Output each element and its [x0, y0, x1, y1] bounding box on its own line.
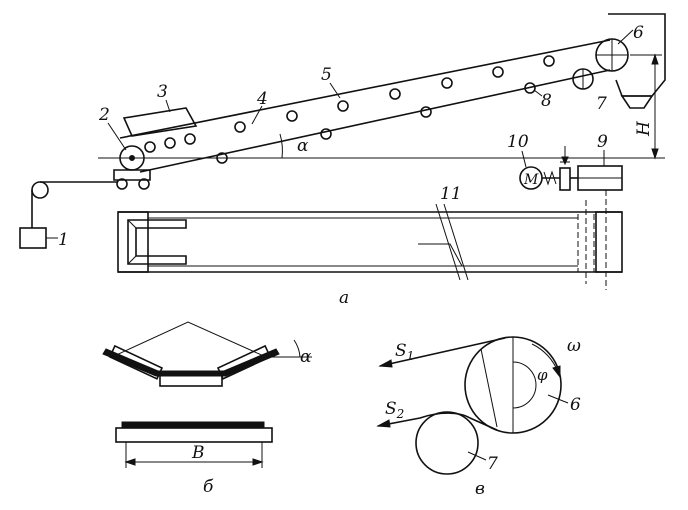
idler: [337, 100, 349, 112]
belt-trough-outline: [111, 321, 267, 358]
leader-3: [165, 99, 171, 113]
alpha-arc: [293, 339, 301, 358]
leader-7c: [467, 451, 487, 461]
plan-tail-bracket: [127, 219, 187, 265]
flat-roller: [115, 427, 273, 443]
idler: [234, 121, 246, 133]
label-M: M: [523, 172, 539, 188]
label-8: 8: [541, 91, 552, 111]
label-3: 3: [157, 82, 168, 102]
label-6: 6: [633, 23, 644, 43]
label-B: B: [191, 443, 205, 463]
label-view-c: в: [475, 479, 485, 499]
leader-4: [251, 105, 263, 125]
label-11: 11: [440, 184, 462, 204]
idler: [144, 141, 156, 153]
carrying-idlers: [144, 55, 555, 153]
troughed-belt: [102, 348, 280, 377]
drum-wrap-view: [376, 336, 562, 475]
idler: [389, 88, 401, 100]
side-view: [19, 13, 666, 290]
label-view-b: б: [203, 477, 214, 497]
idler: [320, 128, 332, 140]
return-idlers: [216, 82, 536, 164]
tail-frame: [113, 169, 151, 181]
coupling-spring: [543, 170, 557, 186]
label-alpha: α: [297, 136, 309, 156]
label-alpha-b: α: [300, 347, 312, 367]
plan-tail-housing: [117, 211, 149, 273]
plan-head-housing: [595, 211, 623, 273]
flat-belt: [121, 421, 265, 429]
idler: [543, 55, 555, 67]
label-2: 2: [98, 105, 110, 125]
plan-flow-arrow: [418, 243, 463, 267]
tail-wheel-left: [116, 178, 128, 190]
idler: [524, 82, 536, 94]
labels: 1 2 3 4 5 6 7 8 9 10 11 α H M а α B б S1…: [58, 23, 654, 499]
brake: [559, 167, 571, 191]
leader-5: [329, 82, 341, 99]
leader-2: [107, 122, 127, 151]
label-9: 9: [597, 132, 608, 152]
idler: [286, 110, 298, 122]
tail-wheel-right: [138, 178, 150, 190]
belt-upper-run: [119, 39, 611, 139]
rotation-arrow-head: [552, 365, 561, 379]
plan-view: [117, 200, 623, 284]
tension-S2-arrow: [376, 419, 391, 428]
height-dim-arrow-top: [651, 53, 659, 65]
leader-lines: [46, 29, 634, 461]
plan-tail-diag: [127, 219, 137, 265]
idler: [441, 77, 453, 89]
idler: [420, 106, 432, 118]
wrap-angle-arc: [512, 361, 537, 409]
idler: [184, 133, 196, 145]
label-7: 7: [596, 94, 607, 114]
deflector-drum: [415, 411, 479, 475]
plan-break-line: [435, 203, 469, 281]
label-10: 10: [507, 132, 529, 152]
width-arrow-left: [124, 458, 136, 466]
trough-view: [102, 321, 312, 468]
idler: [492, 66, 504, 78]
label-4: 4: [256, 89, 268, 109]
tail-drum-hub: [129, 155, 135, 161]
label-H: H: [634, 120, 654, 137]
label-S2: S2: [385, 399, 404, 421]
brake-arrow-head: [561, 156, 569, 166]
tension-S1-arrow: [378, 359, 393, 368]
label-view-a: а: [339, 288, 349, 308]
tension-S1-branch: [379, 337, 506, 367]
angle-alpha-arc: [279, 133, 283, 159]
label-S1: S1: [395, 341, 414, 363]
idler: [216, 152, 228, 164]
leader-6: [617, 29, 634, 45]
leader-8: [533, 89, 543, 97]
width-arrow-right: [252, 458, 264, 466]
loading-hopper: [122, 107, 198, 137]
label-1: 1: [58, 230, 69, 250]
idler: [164, 137, 176, 149]
belt-lower-run: [139, 69, 611, 173]
label-omega: ω: [567, 336, 581, 356]
label-6-c: 6: [570, 395, 581, 415]
label-phi: φ: [537, 366, 548, 384]
discharge-chute: [608, 13, 666, 97]
tension-S2-branch: [377, 412, 498, 431]
discharge-funnel: [620, 95, 654, 109]
label-5: 5: [321, 65, 332, 85]
take-up-weight: [19, 227, 47, 249]
leader-6c: [547, 394, 569, 404]
height-dim-arrow-bottom: [651, 148, 659, 160]
drum-axis-diag: [480, 348, 498, 428]
leader-10: [521, 150, 527, 168]
take-up-pulley: [31, 181, 49, 199]
label-7-c: 7: [487, 454, 498, 474]
